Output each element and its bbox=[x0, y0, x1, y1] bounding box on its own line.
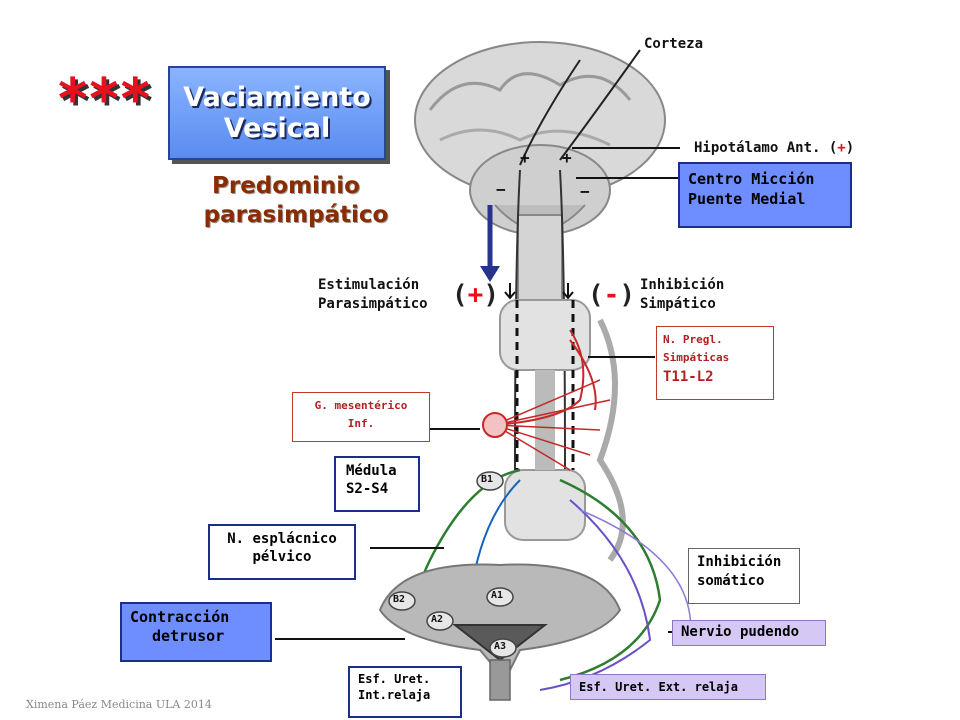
subtitle-line-1: Predominio bbox=[212, 173, 360, 199]
brain-drawing bbox=[414, 41, 666, 311]
minus-close: ) bbox=[619, 280, 635, 310]
inhsom-line-1: Inhibición bbox=[697, 554, 782, 570]
title-line-1: Vaciamiento bbox=[183, 81, 371, 113]
esf-int-line-1: Esf. Uret. bbox=[358, 672, 431, 686]
pudendo-label: Nervio pudendo bbox=[681, 624, 800, 640]
esf-int-line-2: Int.relaja bbox=[358, 687, 431, 702]
plus-inner: + bbox=[467, 280, 484, 310]
subtitle: Predominio parasimpático bbox=[196, 172, 396, 230]
contr-line-2: detrusor bbox=[152, 626, 225, 645]
subtitle-line-2: parasimpático bbox=[203, 201, 389, 228]
label-hipotalamo: Hipotálamo Ant. (+) bbox=[694, 140, 854, 156]
receptor-a2-label: A2 bbox=[431, 614, 444, 625]
npregl-line-2: Simpáticas bbox=[663, 350, 730, 364]
estim-line-1: Estimulación bbox=[318, 277, 420, 293]
npregl-line-1: N. Pregl. bbox=[663, 333, 723, 346]
centro-line-2: Puente Medial bbox=[688, 189, 806, 208]
inhib-line-1: Inhibición bbox=[640, 277, 725, 293]
gmes-line-1: G. mesentérico bbox=[314, 399, 408, 412]
centro-miccion-box: Centro Micción Puente Medial bbox=[678, 162, 852, 228]
footer-credit: Ximena Páez Medicina ULA 2014 bbox=[26, 698, 212, 711]
medula-box: Médula S2-S4 bbox=[334, 456, 420, 512]
receptor-b1-label: B1 bbox=[481, 474, 494, 485]
esf-uret-int-box: Esf. Uret. Int.relaja bbox=[348, 666, 462, 718]
centro-line-1: Centro Micción bbox=[688, 170, 815, 188]
label-hipotalamo-text: Hipotálamo Ant. ( bbox=[694, 140, 838, 156]
label-hipotalamo-plus: + bbox=[837, 140, 846, 156]
title-line-2: Vesical bbox=[223, 113, 331, 144]
receptor-b2-label: B2 bbox=[393, 594, 406, 605]
esf-ext-label: Esf. Uret. Ext. relaja bbox=[579, 680, 738, 694]
npregl-box: N. Pregl. Simpáticas T11-L2 bbox=[656, 326, 774, 400]
label-inhibicion-simpatico: Inhibición Simpático bbox=[640, 276, 724, 314]
contr-line-1: Contracción bbox=[130, 608, 230, 626]
nespl-line-2: pélvico bbox=[252, 549, 312, 566]
inhibicion-somatico-box: Inhibición somático bbox=[688, 548, 800, 604]
minus-open: ( bbox=[588, 280, 604, 310]
brain-minus-mark-right: − bbox=[580, 182, 590, 201]
npregl-line-3: T11-L2 bbox=[663, 369, 714, 386]
n-esplacnico-box: N. esplácnico pélvico bbox=[208, 524, 356, 580]
plus-open: ( bbox=[452, 280, 468, 310]
medula-line-2: S2-S4 bbox=[346, 481, 389, 498]
plus-close: ) bbox=[483, 280, 499, 310]
contraccion-detrusor-box: Contracción detrusor bbox=[120, 602, 272, 662]
brain-plus-mark-left: + bbox=[520, 148, 530, 167]
inhib-line-2: Simpático bbox=[640, 295, 716, 312]
minus-sign: (-) bbox=[588, 280, 635, 310]
esf-uret-ext-box: Esf. Uret. Ext. relaja bbox=[570, 674, 766, 700]
nervio-pudendo-box: Nervio pudendo bbox=[672, 620, 826, 646]
receptor-a3-label: A3 bbox=[494, 641, 507, 652]
stars-marker: *** bbox=[58, 67, 152, 132]
medula-line-1: Médula bbox=[346, 463, 397, 479]
estim-line-2: Parasimpático bbox=[318, 295, 428, 312]
gmes-line-2: Inf. bbox=[347, 416, 375, 430]
label-hipotalamo-close: ) bbox=[845, 140, 855, 156]
brain-plus-mark-right: + bbox=[562, 148, 572, 167]
receptor-a1-label: A1 bbox=[491, 590, 504, 601]
minus-inner: - bbox=[603, 280, 620, 310]
title-box: Vaciamiento Vesical bbox=[168, 66, 386, 160]
brain-minus-mark-left: − bbox=[496, 180, 506, 199]
plus-sign: (+) bbox=[452, 280, 499, 310]
inhsom-line-2: somático bbox=[697, 572, 765, 589]
g-mesenterico-box: G. mesentérico Inf. bbox=[292, 392, 430, 442]
label-estimulacion: Estimulación Parasimpático bbox=[318, 276, 428, 314]
nespl-line-1: N. esplácnico bbox=[227, 531, 337, 547]
spinal-cord-drawing bbox=[499, 299, 591, 541]
label-corteza: Corteza bbox=[644, 36, 704, 52]
